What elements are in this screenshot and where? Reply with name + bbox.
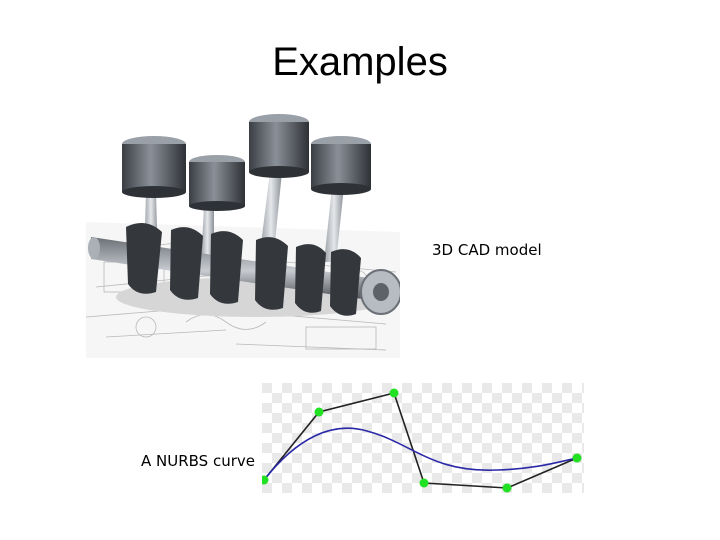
control-point xyxy=(389,388,399,398)
nurbs-curve xyxy=(263,427,578,481)
nurbs-curve-caption: A NURBS curve xyxy=(141,452,255,470)
control-point xyxy=(572,453,582,463)
pistons xyxy=(122,114,371,211)
cad-model-caption: 3D CAD model xyxy=(432,241,542,259)
control-points xyxy=(262,388,582,493)
control-polygon xyxy=(263,392,578,489)
control-point xyxy=(314,407,324,417)
slide-title: Examples xyxy=(272,40,448,84)
control-point xyxy=(262,475,269,485)
crankshaft xyxy=(88,223,400,316)
checkerboard-background xyxy=(262,383,584,493)
control-point xyxy=(419,478,429,488)
nurbs-curve-image xyxy=(262,383,584,493)
control-point xyxy=(502,483,512,493)
engine-crankshaft-image xyxy=(86,114,400,358)
